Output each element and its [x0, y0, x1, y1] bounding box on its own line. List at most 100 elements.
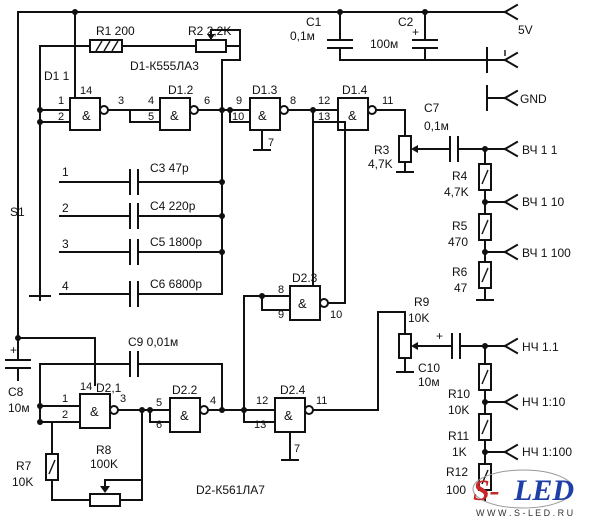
r7-label: R7 [16, 459, 32, 473]
pin-label: 1 [62, 393, 68, 405]
c6-label: C6 6800p [150, 277, 202, 291]
d2-2-label: D2.2 [172, 383, 198, 397]
pin-label: 7 [294, 443, 300, 455]
pin-label: 10 [232, 111, 244, 123]
nand-symbol: & [180, 408, 189, 423]
r6-value: 47 [454, 281, 468, 295]
r1-label: R1 200 [96, 24, 135, 38]
r7-value: 10K [12, 475, 33, 489]
r12-label: R12 [446, 465, 468, 479]
nand-symbol: & [82, 108, 91, 123]
pin-label: 11 [382, 95, 393, 107]
c7-value: 0,1м [424, 119, 449, 133]
pin-label: 13 [254, 419, 266, 431]
pin-label: 12 [318, 95, 330, 107]
switch-pos-2: 2 [62, 201, 69, 215]
nand-symbol: & [348, 108, 357, 123]
pin-label: 14 [80, 85, 92, 97]
switch-pos-1: 1 [62, 165, 69, 179]
c1-label: C1 [306, 15, 322, 29]
pin-label: 7 [268, 137, 274, 149]
vch-1-100-label: ВЧ 1 100 [522, 246, 571, 260]
pin-label: 3 [120, 393, 126, 405]
svg-text:LED: LED [513, 474, 574, 507]
r8-label: R8 [96, 443, 112, 457]
pin-label: 5 [148, 111, 154, 123]
pin-label: 9 [278, 309, 284, 321]
r9-value: 10K [408, 311, 429, 325]
d1-part-label: D1-К555ЛА3 [130, 59, 199, 73]
polarity-plus: + [436, 329, 443, 343]
switch-pos-4: 4 [62, 279, 69, 293]
nand-symbol: & [170, 108, 179, 123]
d2-1-label: D2,1 [96, 381, 122, 395]
pin-label: 9 [236, 95, 242, 107]
r5-value: 470 [448, 235, 468, 249]
hf-divider [476, 148, 519, 301]
r11-label: R11 [448, 429, 469, 443]
vcc-label: 5V [518, 23, 533, 37]
d1-4-label: D1.4 [342, 83, 368, 97]
r3-value: 4,7K [368, 157, 393, 171]
pin-label: 8 [290, 95, 296, 107]
c4-label: C4 220p [150, 199, 196, 213]
pin-label: 2 [62, 409, 68, 421]
c7-label: C7 [424, 101, 440, 115]
nand-symbol: & [298, 296, 307, 311]
pin-label: 12 [256, 395, 268, 407]
pin-label: 10 [330, 309, 342, 321]
c10-value: 10м [418, 375, 440, 389]
s-led-logo: S- LED W W W . S - L E D . R U [472, 469, 574, 518]
pin-label: 8 [278, 284, 284, 296]
d2-3-label: D2.3 [292, 271, 318, 285]
nand-symbol: & [258, 108, 267, 123]
pin-label: 5 [156, 397, 162, 409]
c1-value: 0,1м [290, 29, 315, 43]
d2-part-label: D2-К561ЛА7 [196, 483, 265, 497]
nch-1-10-label: НЧ 1:10 [522, 395, 566, 409]
r9-label: R9 [414, 295, 430, 309]
s1-label: S1 [10, 205, 25, 219]
svg-text:W W W . S - L E D . R U: W W W . S - L E D . R U [476, 508, 573, 518]
nand-symbol: & [284, 408, 293, 423]
r5-label: R5 [452, 219, 468, 233]
c2-label: C2 [398, 15, 414, 29]
c2-value: 100м [370, 37, 398, 51]
gate-d1-2 [129, 97, 251, 131]
c8-label: C8 [8, 385, 24, 399]
vch-1-10-label: ВЧ 1 10 [522, 195, 564, 209]
r8-value: 100K [90, 457, 118, 471]
c10-label: C10 [418, 361, 440, 375]
pin-label: 13 [318, 111, 330, 123]
feedback-r1-r2 [39, 29, 241, 123]
nch-1-100-label: НЧ 1:100 [522, 445, 572, 459]
pin-label: 4 [148, 95, 154, 107]
lf-section [5, 311, 519, 507]
capacitor-bank [29, 109, 225, 307]
d1-1-label: D1 1 [44, 69, 70, 83]
pin-label: 11 [316, 395, 327, 407]
c9-label: C9 0,01м [128, 335, 178, 349]
pin-label: 4 [210, 395, 216, 407]
pin-label: 14 [80, 381, 92, 393]
r12-value: 100 [446, 483, 466, 497]
gate-d1-1 [37, 85, 131, 131]
pin-label: 3 [118, 95, 124, 107]
r10-label: R10 [448, 387, 470, 401]
pin-label: 6 [204, 95, 210, 107]
r10-value: 10K [448, 403, 469, 417]
gate-d1-4 [312, 97, 519, 173]
vch-1-1-label: ВЧ 1 1 [522, 143, 558, 157]
gate-d2-3 [243, 121, 346, 411]
svg-text:S-: S- [473, 474, 500, 507]
d1-3-label: D1.3 [252, 83, 278, 97]
nch-1-1-label: НЧ 1.1 [522, 340, 559, 354]
r6-label: R6 [452, 265, 468, 279]
r4-value: 4,7K [444, 185, 469, 199]
gnd-label: GND [520, 92, 547, 106]
pin-label: 1 [58, 95, 64, 107]
d2-4-label: D2.4 [280, 383, 306, 397]
pin-label: 6 [156, 419, 162, 431]
